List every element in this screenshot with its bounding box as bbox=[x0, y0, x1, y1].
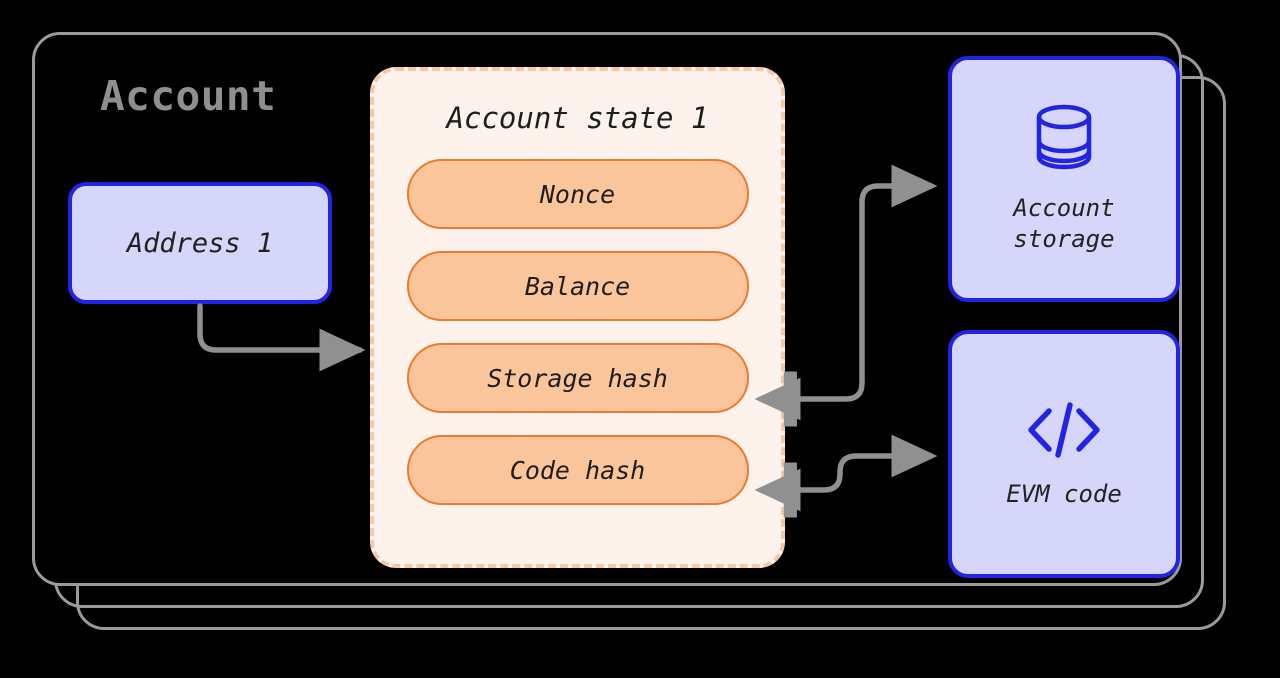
database-icon bbox=[1032, 103, 1096, 175]
field-pill-balance[interactable]: Balance bbox=[406, 251, 749, 321]
account-state-card: Account state 1 Nonce Balance Storage ha… bbox=[370, 67, 785, 568]
page-title: Account bbox=[100, 72, 277, 120]
account-storage-label-line2: storage bbox=[1013, 225, 1115, 253]
field-pill-label: Balance bbox=[524, 271, 631, 301]
field-pill-nonce[interactable]: Nonce bbox=[406, 159, 749, 229]
account-state-title: Account state 1 bbox=[446, 101, 709, 135]
field-pill-storage-hash[interactable]: Storage hash bbox=[406, 343, 749, 413]
account-storage-node[interactable]: Account storage bbox=[948, 56, 1180, 302]
code-icon bbox=[1025, 399, 1103, 461]
field-pill-label: Code hash bbox=[509, 455, 646, 485]
evm-code-label: EVM code bbox=[1006, 479, 1122, 508]
account-storage-label-line1: Account bbox=[1013, 194, 1115, 223]
evm-code-node[interactable]: EVM code bbox=[948, 330, 1180, 578]
address-node-label: Address 1 bbox=[126, 227, 274, 259]
field-pill-label: Storage hash bbox=[487, 363, 668, 393]
field-pill-code-hash[interactable]: Code hash bbox=[406, 435, 749, 505]
field-pill-label: Nonce bbox=[539, 179, 616, 209]
account-state-field-list: Nonce Balance Storage hash Code hash bbox=[374, 159, 781, 505]
address-node[interactable]: Address 1 bbox=[68, 182, 332, 304]
account-storage-label: Account storage bbox=[1013, 193, 1114, 254]
